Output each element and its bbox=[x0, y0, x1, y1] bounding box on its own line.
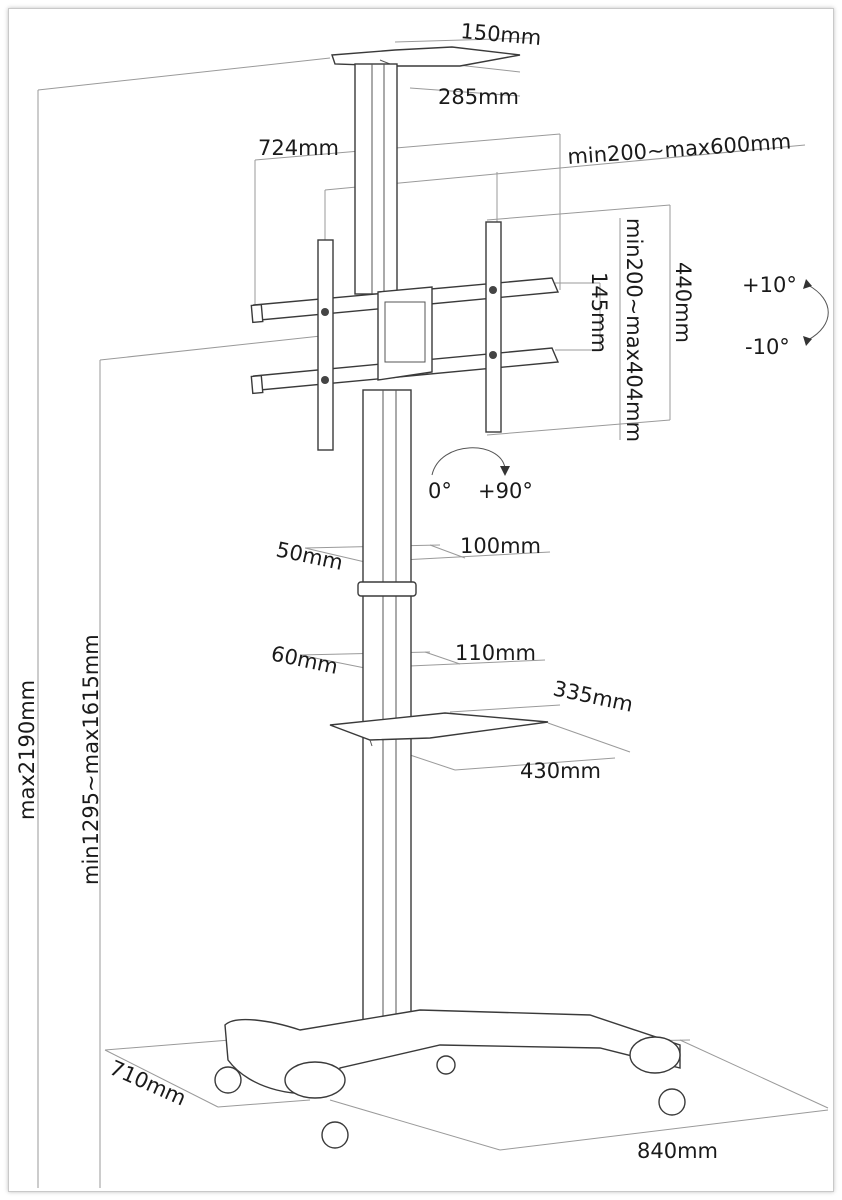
upper-pole-depth-label: 50mm bbox=[274, 537, 345, 575]
lower-pole-depth-label: 60mm bbox=[269, 641, 340, 679]
vesa-bracket bbox=[250, 221, 560, 451]
rail-spacing-label: 145mm bbox=[587, 272, 611, 353]
upper-column bbox=[354, 63, 398, 295]
base bbox=[224, 1009, 681, 1099]
tilt-up-label: +10° bbox=[742, 273, 797, 297]
diagram-frame bbox=[8, 8, 834, 1192]
dimension-lines bbox=[37, 37, 829, 1188]
mount-height-label: min1295~max1615mm bbox=[79, 634, 103, 885]
casters bbox=[214, 1055, 686, 1149]
tilt-arrow-icon bbox=[803, 279, 829, 346]
total-height-label: max2190mm bbox=[15, 680, 39, 820]
bracket-width-label: 724mm bbox=[258, 136, 339, 160]
shelf-width-label: 430mm bbox=[520, 759, 601, 783]
tilt-down-label: -10° bbox=[745, 335, 790, 359]
rotate-arrow-icon bbox=[431, 447, 510, 476]
vesa-horizontal-label: min200~max600mm bbox=[567, 129, 792, 169]
bracket-height-label: 440mm bbox=[671, 262, 695, 343]
top-plate bbox=[331, 46, 521, 67]
upper-pole-width-label: 100mm bbox=[460, 534, 541, 558]
lower-pole-width-label: 110mm bbox=[455, 641, 536, 665]
vesa-vertical-label: min200~max404mm bbox=[622, 218, 646, 442]
base-width-label: 840mm bbox=[637, 1139, 718, 1163]
rotate-start-label: 0° bbox=[428, 479, 452, 503]
top-plate-depth-label: 285mm bbox=[438, 85, 519, 109]
shelf bbox=[329, 712, 549, 747]
top-plate-width-label: 150mm bbox=[460, 19, 543, 50]
rotate-end-label: +90° bbox=[478, 479, 533, 503]
base-depth-label: 710mm bbox=[106, 1056, 190, 1111]
main-column bbox=[357, 389, 417, 1031]
shelf-depth-label: 335mm bbox=[551, 676, 635, 716]
